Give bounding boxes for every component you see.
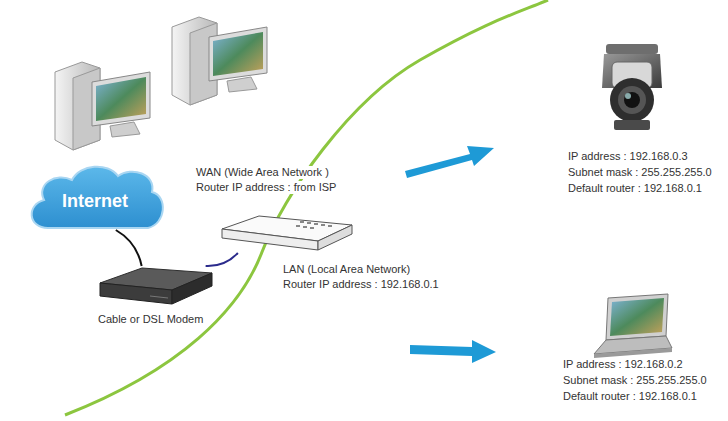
address-label: Subnet mask : 255.255.255.0	[562, 374, 708, 387]
address-label: IP address : 192.168.0.3	[567, 150, 689, 163]
address-label: Router IP address : from ISP	[195, 181, 337, 194]
address-label: LAN (Local Area Network)	[282, 263, 411, 276]
camera-node: IP address : 192.168.0.3Subnet mask : 25…	[598, 42, 664, 134]
laptop	[594, 294, 672, 358]
modem-node: Cable or DSL Modem	[100, 266, 212, 306]
ip-camera	[602, 44, 662, 130]
network-cable	[116, 230, 142, 266]
internet-cloud	[32, 167, 163, 228]
desktop-computer	[55, 62, 150, 150]
cloud-label: Internet	[62, 190, 128, 212]
address-label: Router IP address : 192.168.0.1	[282, 278, 440, 291]
direction-arrow	[405, 146, 494, 178]
laptop-node: IP address : 192.168.0.2Subnet mask : 25…	[588, 292, 674, 358]
address-label: Cable or DSL Modem	[97, 313, 204, 326]
address-label: IP address : 192.168.0.2	[562, 358, 684, 371]
desktop-computer	[172, 17, 267, 105]
address-label: Default router : 192.168.0.1	[562, 390, 698, 403]
address-label: Subnet mask : 255.255.255.0	[567, 166, 713, 179]
network-cable	[206, 253, 238, 266]
router	[222, 216, 352, 250]
cloud-node: Internet	[34, 172, 156, 230]
direction-arrow	[410, 340, 496, 363]
address-label: Default router : 192.168.0.1	[567, 182, 703, 195]
modem	[100, 268, 212, 304]
router-node: WAN (Wide Area Network )Router IP addres…	[220, 213, 355, 253]
address-label: WAN (Wide Area Network )	[195, 166, 330, 179]
